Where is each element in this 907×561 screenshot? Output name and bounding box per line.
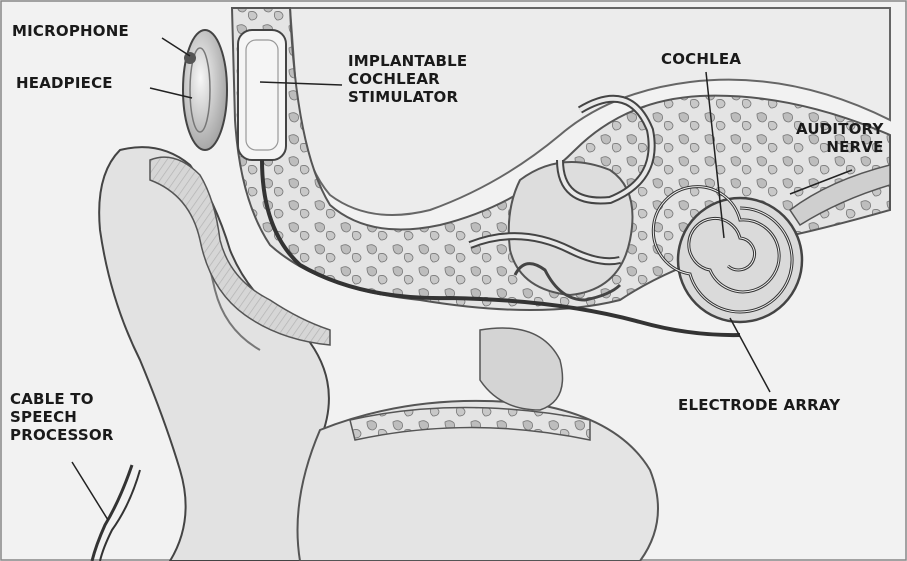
label-stimulator: IMPLANTABLE COCHLEAR STIMULATOR [348, 52, 467, 106]
label-cochlea: COCHLEA [661, 50, 741, 68]
label-electrode-array: ELECTRODE ARRAY [678, 396, 840, 414]
stimulator-shape [238, 30, 286, 160]
label-cable: CABLE TO SPEECH PROCESSOR [10, 390, 114, 444]
middle-ear [509, 162, 633, 295]
label-microphone: MICROPHONE [12, 22, 129, 40]
label-auditory-nerve: AUDITORY NERVE [796, 120, 884, 156]
label-headpiece: HEADPIECE [16, 74, 113, 92]
